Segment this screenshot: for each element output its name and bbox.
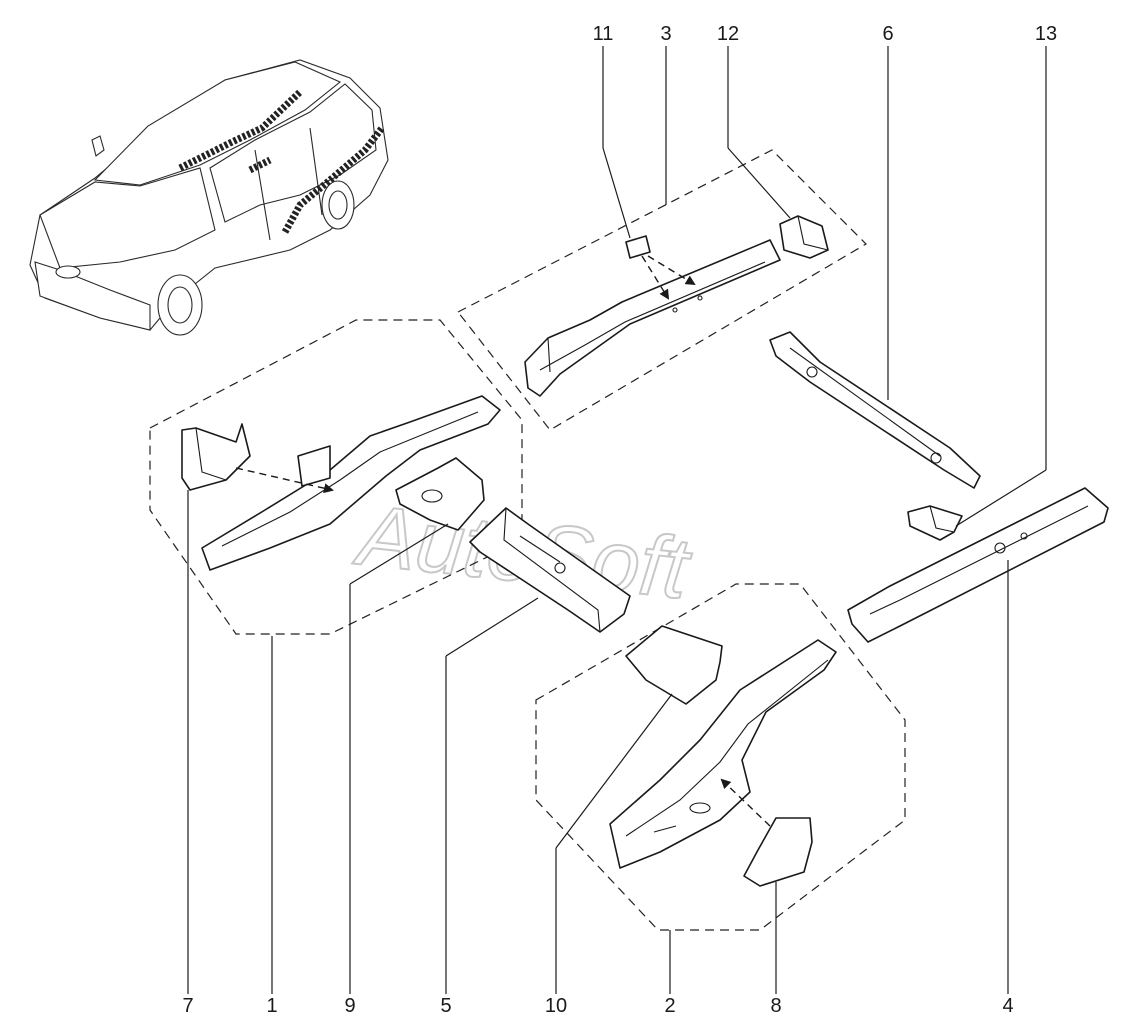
callout-3: 3 <box>660 23 671 45</box>
callout-8: 8 <box>770 995 781 1017</box>
group-outline-3 <box>457 149 867 431</box>
part-5-cross-member <box>469 507 631 633</box>
callout-6: 6 <box>882 23 893 45</box>
part-10-bracket <box>625 625 723 705</box>
callout-1: 1 <box>266 995 277 1017</box>
part-12-bracket <box>779 215 829 259</box>
part-7-bracket <box>181 423 251 491</box>
callout-9: 9 <box>344 995 355 1017</box>
arrow-7 <box>235 467 334 494</box>
callout-7: 7 <box>182 995 193 1017</box>
group-outline-1 <box>149 319 523 635</box>
leader-lines <box>187 46 1047 994</box>
part-9-bracket <box>395 457 485 531</box>
part-6-cross-member <box>769 331 981 489</box>
part-11-bracket <box>625 235 651 259</box>
part-13-bracket <box>907 505 963 541</box>
part-3-rail <box>524 239 781 397</box>
callout-13: 13 <box>1035 23 1057 45</box>
callout-2: 2 <box>664 995 675 1017</box>
callout-4: 4 <box>1002 995 1013 1017</box>
part-4-rail <box>847 487 1109 643</box>
callout-11: 11 <box>593 23 614 45</box>
part-8-bracket <box>743 817 813 887</box>
callout-5: 5 <box>440 995 451 1017</box>
arrow-11-b <box>647 255 696 286</box>
part-2-rail <box>609 639 837 869</box>
car-illustration <box>29 59 389 336</box>
callout-10: 10 <box>545 995 567 1017</box>
callout-12: 12 <box>717 23 739 45</box>
arrow-11-a <box>641 255 670 300</box>
part-1-rail <box>201 395 501 571</box>
